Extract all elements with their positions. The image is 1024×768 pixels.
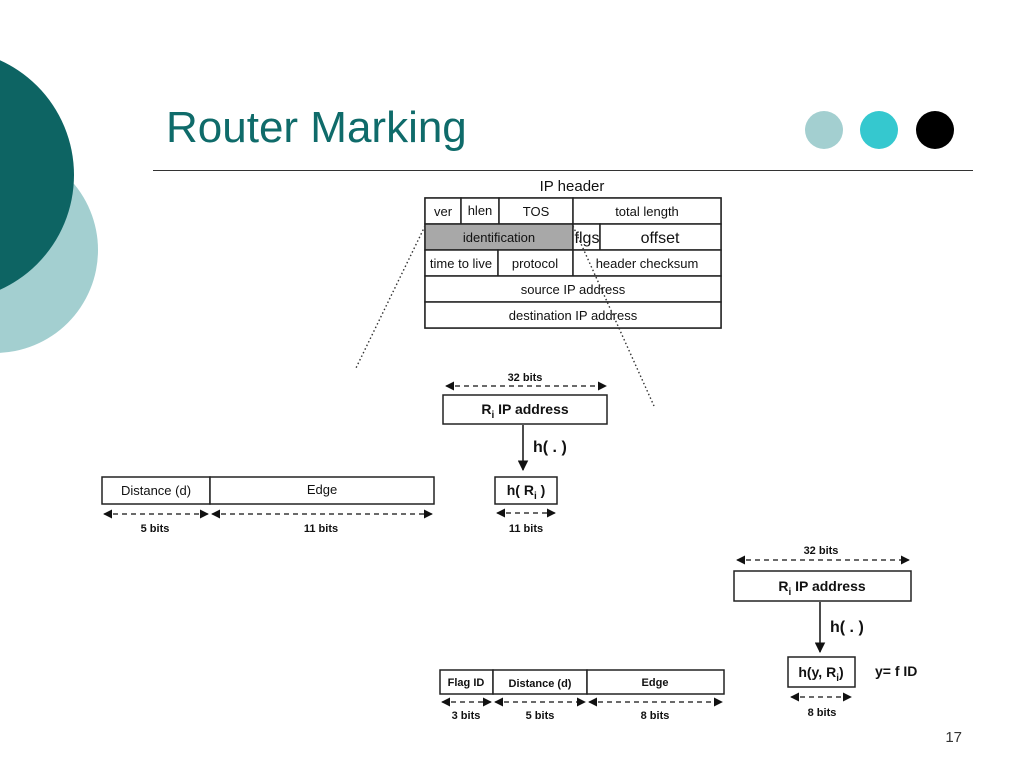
scheme2-distance-bits: 5 bits (526, 710, 555, 722)
scheme1: 32 bits Ri IP address h( . ) h( Ri ) 11 … (101, 372, 608, 535)
decor-circle-dark (0, 60, 74, 290)
scheme2-hash-output: h(y, Ri) (798, 664, 843, 684)
source-ip-label: source IP address (521, 282, 626, 297)
scheme1-address-label: Ri IP address (481, 401, 569, 421)
scheme1-address-box (442, 394, 608, 425)
cell-destination-ip (424, 301, 722, 329)
offset-label: offset (641, 230, 680, 247)
scheme1-width-label: 32 bits (508, 372, 543, 384)
scheme2-hash-label: h( . ) (830, 619, 864, 636)
tos-label: TOS (523, 204, 550, 219)
cell-identification (424, 223, 574, 251)
scheme1-edge-bits: 11 bits (304, 523, 338, 535)
scheme1-distance-label: Distance (d) (121, 483, 191, 498)
destination-ip-label: destination IP address (509, 308, 638, 323)
ip-header-table: ver hlen TOS total length identification… (424, 197, 722, 329)
title-divider (153, 170, 973, 171)
dot-light (805, 111, 843, 149)
zoom-line-right (572, 225, 655, 407)
scheme1-hash-label: h( . ) (533, 439, 567, 456)
scheme2-distance-box (492, 669, 588, 695)
scheme2-hash-bits: 8 bits (808, 707, 837, 719)
ver-label: ver (434, 204, 453, 219)
dot-black (916, 111, 954, 149)
scheme1-hash-output: h( Ri ) (507, 482, 546, 502)
ttl-label: time to live (430, 256, 492, 271)
scheme2: 32 bits Ri IP address h( . ) h(y, Ri) y=… (439, 545, 917, 722)
scheme2-flag-box (439, 669, 494, 695)
protocol-label: protocol (512, 256, 558, 271)
scheme2-width-label: 32 bits (804, 545, 839, 557)
scheme1-distance-bits: 5 bits (141, 523, 170, 535)
scheme2-hash-box (787, 656, 856, 688)
scheme1-hash-bits: 11 bits (509, 523, 543, 535)
scheme2-address-box (733, 570, 912, 602)
dot-cyan (860, 111, 898, 149)
cell-source-ip (424, 275, 722, 303)
scheme2-address-label: Ri IP address (778, 578, 866, 598)
cell-header-checksum (572, 249, 722, 277)
scheme1-edge-box (209, 476, 435, 505)
scheme2-edge-bits: 8 bits (641, 710, 670, 722)
scheme2-flag-label: Flag ID (448, 677, 485, 689)
scheme2-edge-box (586, 669, 725, 695)
scheme2-edge-label: Edge (642, 677, 669, 689)
zoom-line-left (355, 225, 426, 369)
scheme2-flag-bits: 3 bits (452, 710, 481, 722)
scheme2-distance-label: Distance (d) (509, 678, 572, 690)
scheme2-y-note: y= f ID (875, 663, 917, 679)
hlen-label: hlen (468, 203, 493, 218)
cell-total-length (572, 197, 722, 225)
scheme1-edge-label: Edge (307, 482, 337, 497)
cell-offset (599, 223, 722, 251)
identification-label: identification (463, 230, 535, 245)
total-length-label: total length (615, 204, 679, 219)
scheme1-hash-box (494, 476, 558, 505)
ip-header-title: IP header (540, 178, 605, 195)
slide-title: Router Marking (166, 103, 467, 152)
flgs-label: flgs (575, 230, 600, 247)
page-number: 17 (945, 729, 962, 746)
header-checksum-label: header checksum (596, 256, 699, 271)
cell-protocol (497, 249, 574, 277)
